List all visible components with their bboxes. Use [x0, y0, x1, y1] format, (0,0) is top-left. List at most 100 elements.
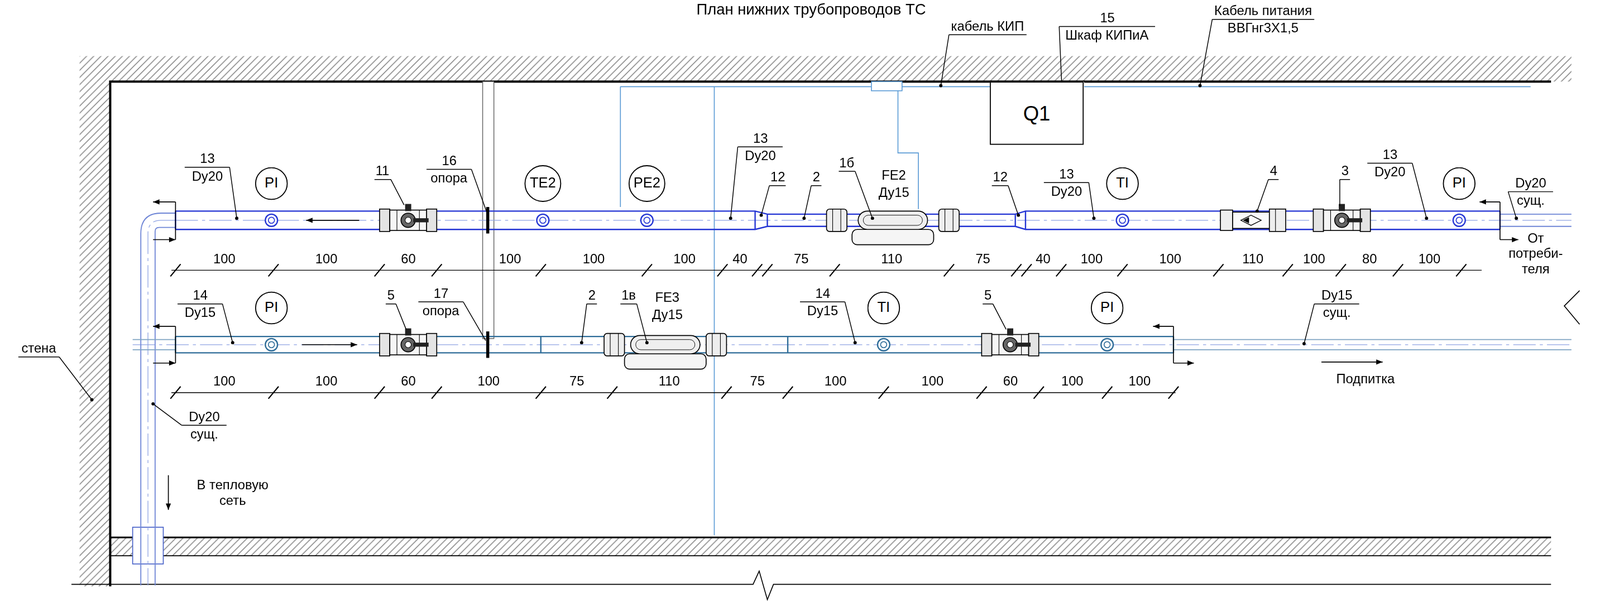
callout-label: 5 — [387, 287, 395, 303]
ball-valve — [981, 328, 1039, 357]
dimension-value: 60 — [400, 251, 416, 267]
callout-label: стена — [21, 340, 56, 356]
union-fitting — [826, 209, 848, 232]
callout-label: кабель КИП — [951, 18, 1025, 34]
callout-label: опора — [430, 170, 468, 186]
callout-label: 2 — [588, 287, 596, 303]
dimension-value: 100 — [582, 251, 606, 267]
callout-label: Dy20 — [1374, 164, 1406, 180]
pipe-centerline — [132, 220, 1572, 586]
cabinet-box: Q1 — [989, 81, 1084, 145]
dimension-value: 75 — [975, 251, 990, 267]
dimension-value: 100 — [673, 251, 696, 267]
callout-label: сущ. — [190, 426, 219, 442]
callout-label: FE2 — [881, 167, 907, 183]
instrument-circle: PI — [255, 291, 288, 325]
callout-label: Dy20 — [188, 409, 220, 425]
dimension-value: 110 — [658, 373, 680, 389]
callout-label: 4 — [1270, 163, 1278, 179]
callout-label: 1б — [839, 155, 855, 171]
dimension-value: 100 — [1128, 373, 1152, 389]
dimension-value: 100 — [213, 251, 236, 267]
dimension-value: 100 — [477, 373, 500, 389]
leader-line — [59, 19, 1517, 426]
dimension-value: 100 — [1158, 251, 1182, 267]
callout-label: Dy20 — [1051, 183, 1082, 199]
node-text: PI — [264, 175, 279, 192]
dimension-value: 100 — [921, 373, 945, 389]
flow-note: От потреби- теля — [1503, 230, 1568, 277]
flowmeter — [851, 211, 934, 245]
callout-label: 12 — [770, 169, 785, 185]
dimension-value: 75 — [569, 373, 584, 389]
callout-label: 15 — [1099, 10, 1115, 26]
support-mark — [486, 207, 490, 359]
dimension-value: 110 — [1242, 251, 1264, 267]
callout-label: 2 — [812, 169, 821, 185]
flow-note: Подпитка — [1336, 371, 1396, 387]
dimension-value: 60 — [1003, 373, 1018, 389]
sensor-tap — [640, 214, 654, 227]
sensor-tap — [265, 338, 278, 352]
callout-label: Ду15 — [652, 307, 683, 323]
callout-label: 5 — [984, 287, 992, 303]
callout-label: сущ. — [1323, 305, 1352, 321]
callout-label: 16 — [441, 152, 457, 169]
callout-label: 13 — [1059, 166, 1074, 182]
callout-label: Кабель питания — [1214, 2, 1312, 18]
callout-label: 14 — [192, 287, 208, 303]
instrument-circle: PI — [1090, 291, 1124, 325]
dimension-value: 100 — [1080, 251, 1104, 267]
sensor-tap — [536, 214, 549, 227]
dimension-value: 80 — [1362, 251, 1377, 267]
node-text: PE2 — [633, 175, 661, 192]
sensor-tap — [1116, 214, 1129, 227]
dimension-value: 100 — [1418, 251, 1441, 267]
instrument-circle: TI — [1105, 167, 1139, 200]
drawing-title: План нижних трубопроводов ТС — [696, 0, 926, 18]
ball-valve — [379, 204, 437, 232]
dimension-value: 100 — [315, 251, 338, 267]
callout-label: опора — [422, 303, 460, 319]
dimension-value: 75 — [793, 251, 809, 267]
leader-dot — [90, 84, 1518, 406]
sensor-tap — [1100, 338, 1114, 352]
union-fitting — [706, 333, 727, 357]
callout-label: 12 — [992, 169, 1008, 185]
wall-hatch — [79, 56, 1572, 83]
strainer — [1220, 209, 1286, 232]
dimension-value: 40 — [732, 251, 747, 267]
node-text: PI — [264, 300, 279, 316]
existing-pipe — [132, 339, 1572, 351]
break-line — [1564, 290, 1580, 325]
dimension-value: 40 — [1035, 251, 1051, 267]
callout-label: 3 — [1341, 163, 1349, 179]
junction-box — [871, 81, 903, 91]
flowmeter — [624, 335, 707, 370]
instrument-circle: PI — [1443, 167, 1476, 200]
ball-valve — [379, 328, 437, 357]
existing-pipe — [140, 213, 1572, 586]
dimension-value: 100 — [499, 251, 522, 267]
callout-label: сущ. — [1516, 192, 1545, 208]
sensor-tap — [265, 214, 278, 227]
dimension-line — [171, 270, 1482, 393]
union-fitting — [604, 333, 625, 357]
instrument-circle: PI — [255, 167, 288, 200]
instrument-cable — [620, 86, 1531, 536]
node-text: TI — [877, 300, 890, 316]
flow-note: В тепловую сеть — [186, 477, 279, 509]
node-text: PI — [1100, 300, 1114, 316]
dimension-value: 100 — [213, 373, 236, 389]
callout-label: Dy20 — [1515, 175, 1546, 191]
callout-label: Ду15 — [878, 184, 910, 200]
instrument-circle: TE2 — [524, 165, 562, 203]
callout-label: 13 — [199, 151, 215, 167]
wall-hatch — [79, 81, 111, 587]
callout-label: 1в — [621, 287, 636, 303]
callout-label: Dy15 — [184, 305, 216, 321]
node-text: TI — [1115, 175, 1129, 192]
callout-label: Dy15 — [1321, 287, 1353, 303]
callout-label: Шкаф КИПиА — [1065, 27, 1149, 43]
